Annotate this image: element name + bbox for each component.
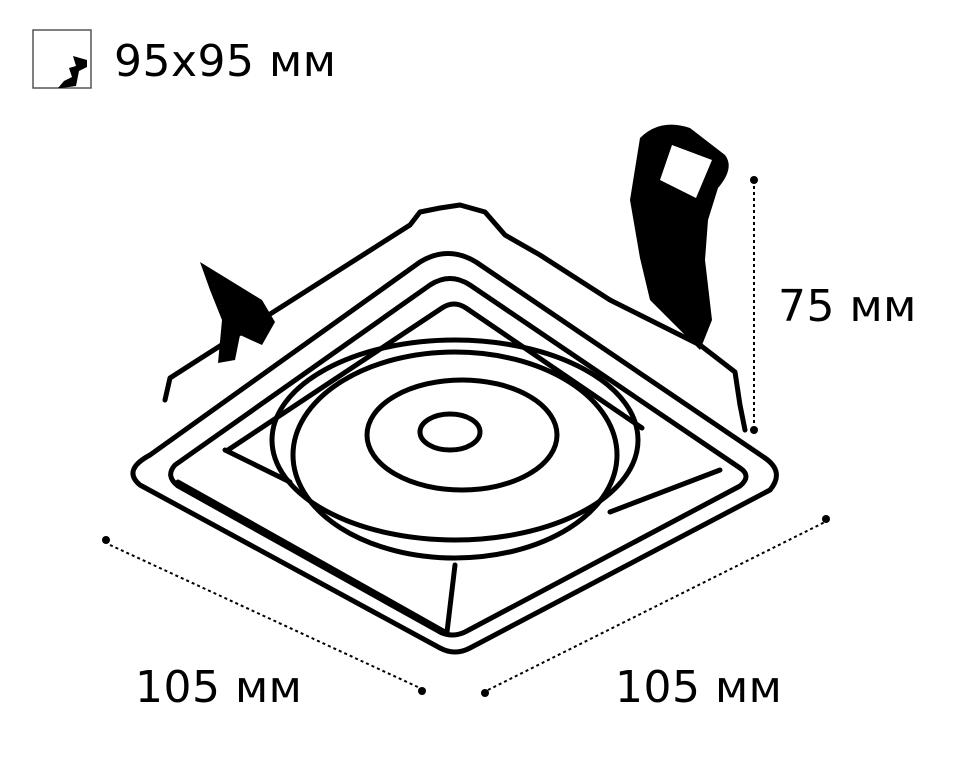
cutout-size-label: 95x95 мм <box>114 36 337 87</box>
gimbal-ring-outer <box>269 337 641 543</box>
spring-clip-left <box>200 262 275 363</box>
housing-outline <box>162 202 748 433</box>
outer-bezel <box>130 251 779 655</box>
spring-clip-right <box>630 124 729 351</box>
ceiling-cutout-icon <box>32 29 92 89</box>
gimbal-ring-inner <box>290 349 620 561</box>
led-center <box>417 411 483 453</box>
inner-bezel <box>168 276 749 638</box>
left-width-dimension-label: 105 мм <box>135 662 303 713</box>
height-dimension-label: 75 мм <box>778 281 917 332</box>
center-seam <box>444 562 458 635</box>
lens-ring <box>364 377 560 493</box>
right-width-dimension-line <box>487 521 826 691</box>
right-width-dimension-label: 105 мм <box>615 662 783 713</box>
inner-square-top <box>225 301 645 453</box>
left-width-dimension-line <box>109 544 421 689</box>
